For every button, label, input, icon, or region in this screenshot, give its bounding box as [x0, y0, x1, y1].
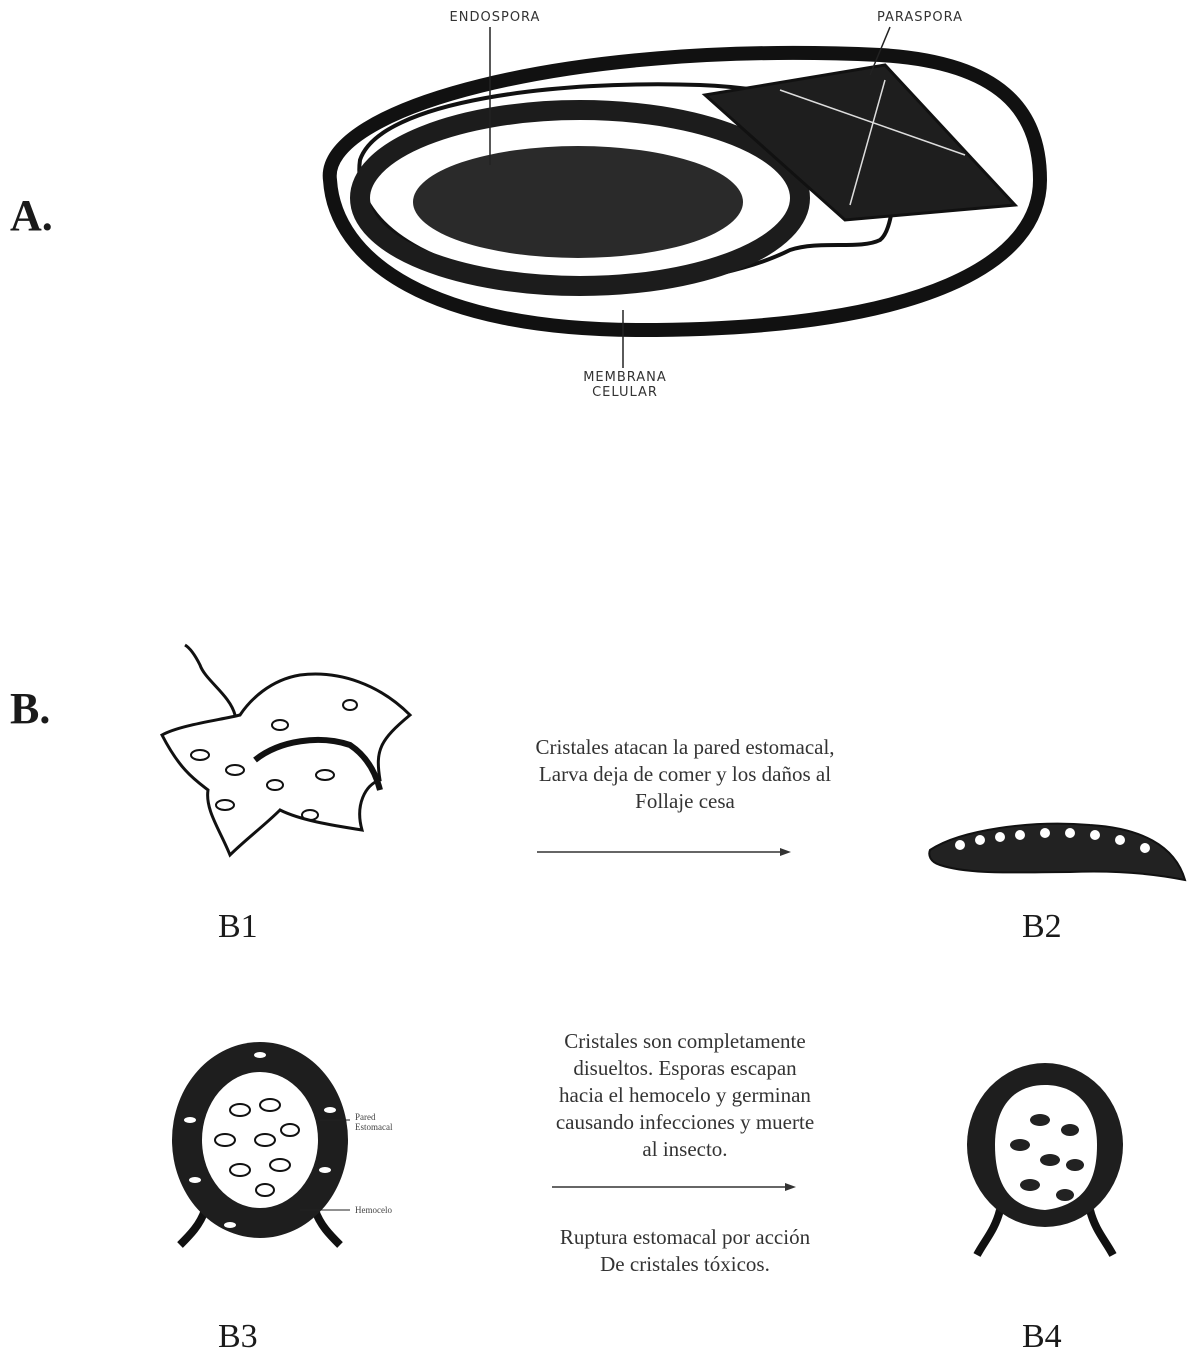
b3-label-hemocoel: Hemocelo — [355, 1205, 392, 1215]
step1-line1: Cristales atacan la pared estomacal, — [470, 734, 900, 761]
panel-b1-label: B1 — [218, 908, 258, 946]
b4-hemocoel — [995, 1085, 1097, 1210]
panel-b3-label: B3 — [218, 1318, 258, 1356]
step2-line5: al insecto. — [470, 1136, 900, 1163]
step1-description: Cristales atacan la pared estomacal, Lar… — [470, 734, 900, 815]
step3-line1: Ruptura estomacal por acción — [470, 1224, 900, 1251]
leaf-with-larva-illustration — [150, 640, 430, 870]
step1-arrow — [535, 845, 795, 859]
step1-line3: Follaje cesa — [470, 788, 900, 815]
step1-line2: Larva deja de comer y los daños al — [470, 761, 900, 788]
callout-membrane-line1: MEMBRANA — [555, 370, 695, 385]
step2-arrow — [550, 1180, 810, 1194]
callout-membrane-line2: CELULAR — [555, 385, 695, 400]
step2-description: Cristales son completamente disueltos. E… — [470, 1028, 900, 1163]
b3-label-wall: Pared Estomacal — [355, 1112, 393, 1132]
step2-line1: Cristales son completamente — [470, 1028, 900, 1055]
step3-line2: De cristales tóxicos. — [470, 1251, 900, 1278]
panel-b2-label: B2 — [1022, 908, 1062, 946]
step3-description: Ruptura estomacal por acción De cristale… — [470, 1224, 900, 1278]
step2-line4: causando infecciones y muerte — [470, 1109, 900, 1136]
step2-line2: disueltos. Esporas escapan — [470, 1055, 900, 1082]
callout-paraspora: PARASPORA — [850, 10, 990, 25]
leaf-stem — [185, 645, 235, 715]
panel-b4-label: B4 — [1022, 1318, 1062, 1356]
section-b-label: B. — [10, 683, 50, 734]
endospore-core — [413, 146, 743, 258]
intestine-cross-section-ruptured — [965, 1060, 1125, 1270]
callout-endospora: ENDOSPORA — [425, 10, 565, 25]
b3-label-wall-line1: Pared — [355, 1112, 393, 1122]
larva-illustration — [920, 800, 1190, 900]
step2-line3: hacia el hemocelo y germinan — [470, 1082, 900, 1109]
b3-hemocoel — [202, 1072, 318, 1208]
intestine-cross-section-intact — [170, 1040, 350, 1270]
b3-label-wall-line2: Estomacal — [355, 1122, 393, 1132]
larva-on-leaf — [255, 740, 380, 790]
